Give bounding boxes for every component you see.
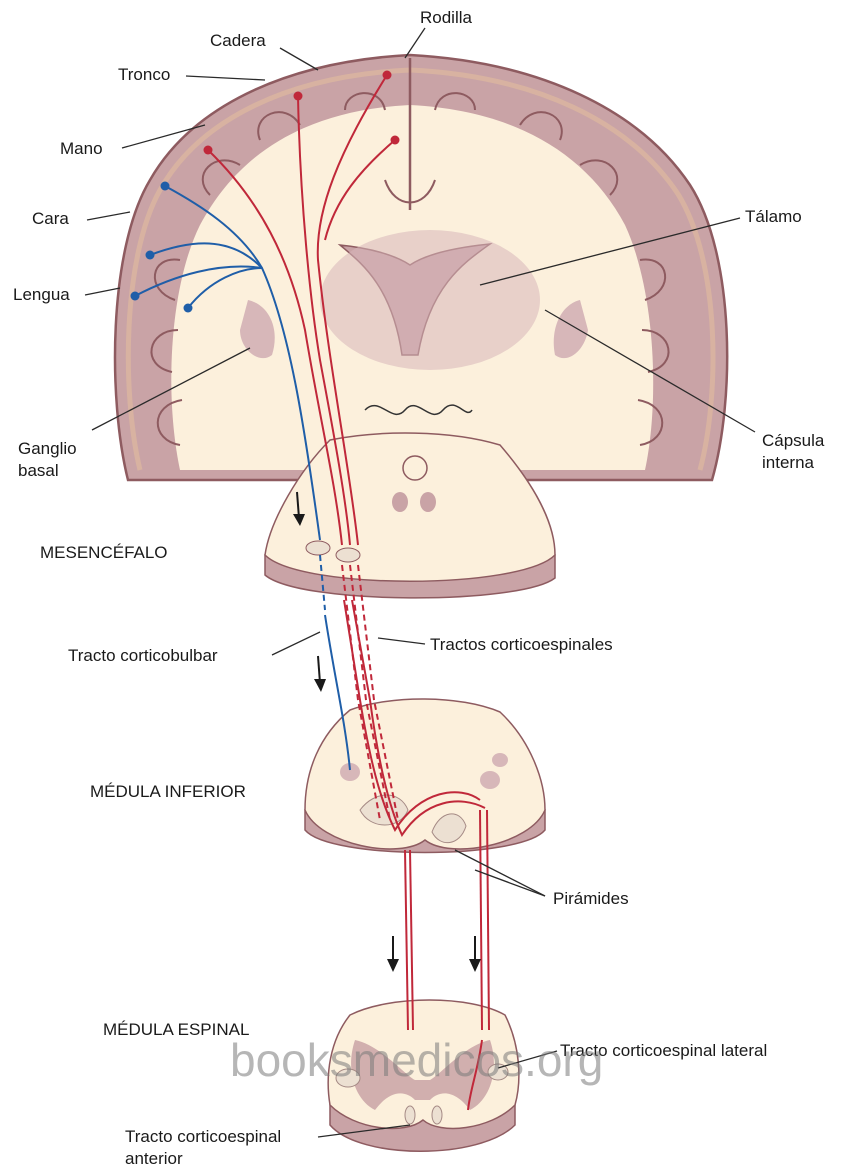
- label-medula-espinal: MÉDULA ESPINAL: [103, 1020, 249, 1039]
- medulla-nucleus-b: [480, 771, 500, 789]
- midbrain-tract-oval-red: [336, 548, 360, 562]
- brain-coronal-section: [115, 55, 727, 480]
- label-medula-inferior: MÉDULA INFERIOR: [90, 782, 246, 801]
- label-rodilla: Rodilla: [420, 8, 473, 27]
- label-talamo: Tálamo: [745, 207, 802, 226]
- aqueduct: [403, 456, 427, 480]
- label-lengua: Lengua: [13, 285, 70, 304]
- label-tractos-corticoespinales: Tractos corticoespinales: [430, 635, 613, 654]
- lower-medulla-section: [305, 699, 545, 853]
- label-mano: Mano: [60, 139, 103, 158]
- red-nucleus-left: [392, 492, 408, 512]
- label-ganglio-basal-line1: Ganglio: [18, 439, 77, 458]
- label-piramides: Pirámides: [553, 889, 629, 908]
- anterior-tract-oval-right: [432, 1106, 442, 1124]
- label-tronco: Tronco: [118, 65, 170, 84]
- midbrain-tract-oval-blue: [306, 541, 330, 555]
- watermark: booksmedicos.org: [230, 1034, 603, 1086]
- label-capsula-interna-line1: Cápsula: [762, 431, 825, 450]
- medulla-nucleus-c: [492, 753, 508, 767]
- label-ganglio-basal-line2: basal: [18, 461, 59, 480]
- label-tracto-corticobulbar: Tracto corticobulbar: [68, 646, 218, 665]
- thalamus: [320, 230, 540, 370]
- label-cadera: Cadera: [210, 31, 266, 50]
- label-capsula-interna-line2: interna: [762, 453, 815, 472]
- label-tracto-corticoespinal-anterior-line1: Tracto corticoespinal: [125, 1127, 281, 1146]
- red-nucleus-right: [420, 492, 436, 512]
- anterior-tract-oval-left: [405, 1106, 415, 1124]
- label-cara: Cara: [32, 209, 69, 228]
- label-tracto-corticoespinal-anterior-line2: anterior: [125, 1149, 183, 1166]
- label-mesencefalo: MESENCÉFALO: [40, 543, 168, 562]
